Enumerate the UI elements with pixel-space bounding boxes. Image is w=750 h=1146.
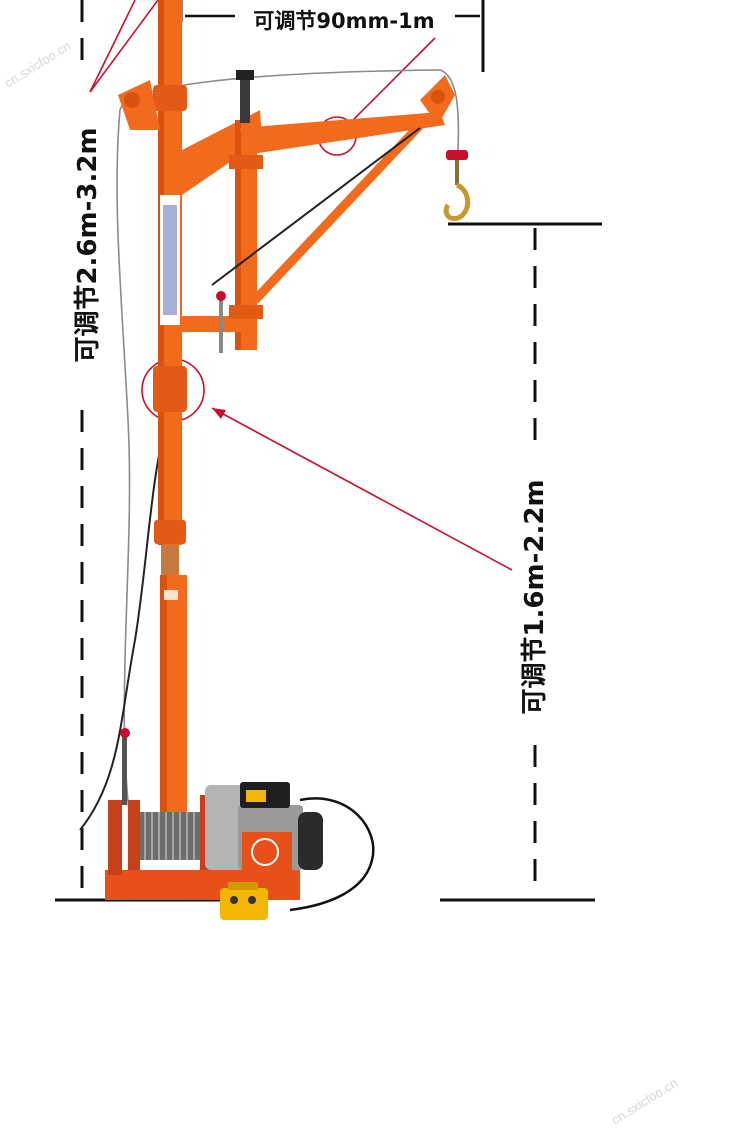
base-plate <box>105 870 300 900</box>
jib-tie <box>251 121 424 304</box>
warning-sticker-text-block <box>163 205 177 315</box>
motor-fan-emblem <box>251 838 279 866</box>
lower-pole-shade <box>160 575 167 815</box>
pole-collar-top <box>153 85 187 111</box>
annotation-line-pole <box>211 407 513 571</box>
arm-spindle <box>240 78 250 123</box>
watermark-bottom-right: cn.sxicfoo.cn <box>609 1075 681 1128</box>
motor-end-cap <box>298 812 323 870</box>
remote-button-down <box>248 896 256 904</box>
winch-motor-icon <box>205 782 323 872</box>
remote-top-cap <box>228 882 258 890</box>
brake-lever-knob <box>120 728 130 738</box>
annotation-line-arm <box>339 37 436 134</box>
motor-label <box>246 790 266 802</box>
crane <box>79 0 471 920</box>
arm-post-collar <box>229 155 263 169</box>
arm-spindle-cap <box>236 70 254 80</box>
arm-adjust-label: 可调节90mm-1m <box>253 9 434 33</box>
pendant-control-icon <box>220 882 268 920</box>
jib-boom <box>240 112 445 155</box>
arm-vertical-post-shade <box>235 120 241 350</box>
base-frame-left <box>108 800 122 875</box>
dimension-lines <box>55 0 602 902</box>
winch-drum-rope <box>144 812 202 860</box>
hook-chain <box>455 160 459 185</box>
power-cable-2 <box>289 797 375 912</box>
top-pulley <box>124 92 140 108</box>
arm-lower-horizontal <box>182 316 242 332</box>
lower-pole-label <box>164 590 178 600</box>
motor-nameplate <box>242 832 292 872</box>
warning-sticker <box>160 195 180 325</box>
brake-lever <box>122 735 127 805</box>
hook-weight <box>446 150 468 160</box>
pole-collar-low <box>154 520 186 544</box>
upper-pole-adjust-label: 可调节1.6m-2.2m <box>520 479 550 714</box>
annotation-line-top-b <box>89 0 159 93</box>
drum-flange-left <box>128 800 140 870</box>
jib-tie-cable <box>211 127 421 286</box>
locking-pin <box>219 298 223 353</box>
top-pulley-bracket <box>118 80 160 130</box>
pole-collar-mid <box>153 366 187 412</box>
locking-pin-knob <box>216 291 226 301</box>
remote-button-up <box>230 896 238 904</box>
arm-post-collar-low <box>229 305 263 319</box>
threaded-section <box>161 545 179 575</box>
annotation-line-top-a <box>89 0 136 93</box>
total-height-adjust-label: 可调节2.6m-3.2m <box>73 127 103 362</box>
arrow-head-pole <box>212 408 226 419</box>
power-cable <box>79 414 169 831</box>
watermark-top-left: cn.sxicfoo.cn <box>2 38 74 91</box>
wire-rope <box>116 69 460 821</box>
crane-hook-icon <box>443 182 471 221</box>
jib-end-pulley-wheel <box>431 90 445 104</box>
remote-body <box>220 888 268 920</box>
